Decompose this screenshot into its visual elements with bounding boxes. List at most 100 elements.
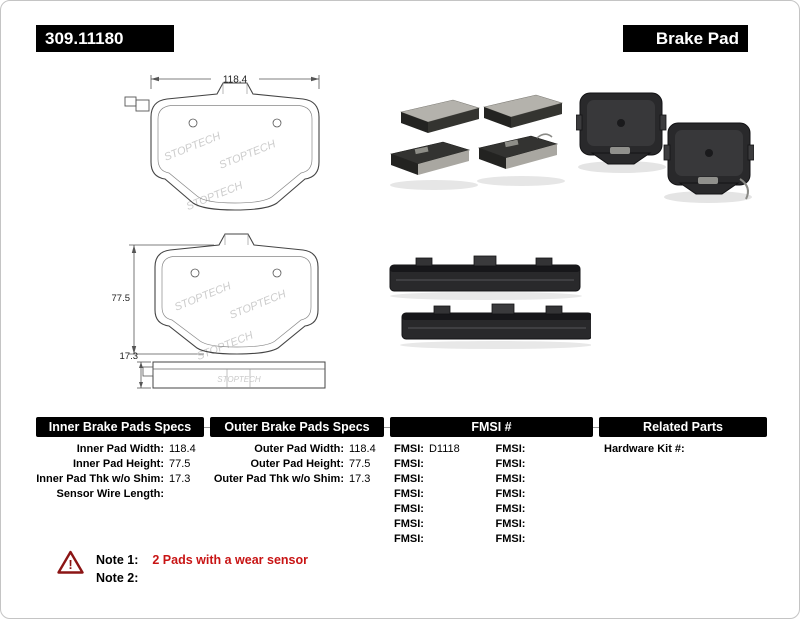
spec-label: FMSI: xyxy=(394,518,424,530)
svg-text:STOPTECH: STOPTECH xyxy=(217,375,261,384)
thickness-dim-label: 17.3 xyxy=(120,351,139,362)
height-dim-label: 77.5 xyxy=(112,293,131,304)
photo-pad-set-iso xyxy=(389,94,565,190)
spec-row: FMSI: D1118 xyxy=(390,442,492,457)
shadow xyxy=(578,161,666,173)
spec-value: 17.3 xyxy=(169,473,191,485)
thickness-dimension-lines xyxy=(137,361,151,389)
hole-left xyxy=(188,118,198,128)
spec-row: FMSI: xyxy=(390,457,492,472)
spec-value: 118.4 xyxy=(349,443,376,455)
spec-label: FMSI: xyxy=(495,473,526,485)
photo-pad-edge-views xyxy=(389,255,591,349)
spec-label: FMSI: xyxy=(495,458,526,470)
watermark: STOPTECH STOPTECH STOPTECH xyxy=(173,280,288,363)
related-parts-header: Related Parts xyxy=(599,417,767,437)
pad-photo-back-right xyxy=(663,122,754,200)
svg-text:STOPTECH: STOPTECH xyxy=(163,130,223,164)
pad-photo-plate-up xyxy=(389,141,471,175)
hole-right xyxy=(272,268,282,278)
pad-photo-back-left xyxy=(576,92,667,165)
spec-label: FMSI: xyxy=(394,473,424,485)
note-1-text: 2 Pads with a wear sensor xyxy=(152,553,308,567)
spec-row: FMSI: xyxy=(492,457,594,472)
spec-label: Outer Pad Height: xyxy=(250,458,344,470)
spec-row: Inner Pad Thk w/o Shim: 17.3 xyxy=(36,472,204,487)
spec-label: FMSI: xyxy=(495,503,526,515)
spec-row: Outer Pad Height:77.5 xyxy=(210,457,384,472)
shadow xyxy=(390,292,582,300)
fmsi-subcolumn-1: FMSI: D1118 FMSI: FMSI: FMSI: FMSI: FMSI:… xyxy=(390,442,492,547)
shadow xyxy=(400,341,591,349)
spec-row: FMSI: xyxy=(492,517,594,532)
friction-outline xyxy=(157,105,313,204)
product-type-banner: Brake Pad xyxy=(623,25,748,52)
spec-label: FMSI: xyxy=(495,443,526,455)
friction-outline xyxy=(161,256,312,348)
technical-drawing-front: 118.4 STOPTECH STOPTECH STOPTECH xyxy=(124,75,320,214)
fmsi-column: FMSI # FMSI:D1118 FMSI: FMSI: FMSI: FMSI… xyxy=(390,417,593,547)
hole-left xyxy=(190,268,200,278)
shadow xyxy=(390,180,478,190)
inner-specs-column: Inner Brake Pads Specs Inner Pad Width:1… xyxy=(36,417,204,502)
wear-sensor-clip xyxy=(124,96,150,112)
inner-specs-header: Inner Brake Pads Specs xyxy=(36,417,204,437)
related-parts-column: Related Parts Hardware Kit #: xyxy=(599,417,767,457)
product-type: Brake Pad xyxy=(655,28,739,48)
spec-label: Outer Pad Thk w/o Shim: xyxy=(213,473,344,485)
spec-label: FMSI: xyxy=(394,488,424,500)
header-spacer xyxy=(174,25,623,52)
dim-arrow-top xyxy=(131,245,137,253)
hole-right xyxy=(272,118,282,128)
spec-value: 77.5 xyxy=(169,458,191,470)
svg-text:STOPTECH: STOPTECH xyxy=(173,280,233,314)
spec-row: Outer Pad Width: 118.4 xyxy=(210,442,384,457)
sensor-wire xyxy=(739,178,749,200)
spec-row: FMSI: xyxy=(492,502,594,517)
dim-arrow-bottom xyxy=(131,346,137,354)
pad-outline xyxy=(154,233,319,355)
spec-label: FMSI: xyxy=(495,518,526,530)
spec-label: FMSI: xyxy=(495,533,526,545)
pad-outline xyxy=(150,82,320,211)
spec-row: FMSI: xyxy=(492,487,594,502)
edge-view-strip: STOPTECH xyxy=(142,361,326,389)
spec-label: FMSI: xyxy=(495,488,526,500)
spec-value: D1118 xyxy=(428,443,460,455)
pad-photo-plate-up xyxy=(477,133,559,169)
pad-photo-friction-up xyxy=(399,99,481,133)
photo-pads-back-view xyxy=(576,92,754,203)
warning-exclamation: ! xyxy=(68,557,72,572)
spec-label: Outer Pad Width: xyxy=(254,443,344,455)
spec-row: FMSI: xyxy=(390,502,492,517)
sensor-wire xyxy=(536,133,553,139)
svg-text:STOPTECH: STOPTECH xyxy=(228,288,288,322)
spec-row: Inner Pad Height:77.5 xyxy=(36,457,204,472)
note-1-label: Note 1: xyxy=(96,553,139,567)
fmsi-subcolumn-2: FMSI: FMSI: FMSI: FMSI: FMSI: FMSI: FMSI… xyxy=(492,442,594,547)
note-2: Note 2: xyxy=(96,570,152,586)
spec-row: Sensor Wire Length: xyxy=(36,487,204,502)
width-dimension-lines xyxy=(150,75,320,89)
spec-row: Inner Pad Width:118.4 xyxy=(36,442,204,457)
spec-row: FMSI: xyxy=(492,532,594,547)
technical-drawing-side: 77.5 17.3 STOPTECH STOPTECH STOPTECH xyxy=(112,233,326,389)
spec-label: FMSI: xyxy=(394,443,424,455)
spec-label: Inner Pad Thk w/o Shim: xyxy=(36,473,164,485)
pad-edge-photo-bottom xyxy=(401,303,591,340)
spec-label: Inner Pad Width: xyxy=(76,443,164,455)
dim-arrow-left xyxy=(151,76,159,82)
spec-label: Hardware Kit #: xyxy=(604,443,685,455)
spec-label: FMSI: xyxy=(394,503,424,515)
note-1: Note 1: 2 Pads with a wear sensor xyxy=(96,552,308,568)
svg-text:STOPTECH: STOPTECH xyxy=(185,180,245,214)
page-header: 309.11180 Brake Pad xyxy=(36,25,748,52)
warning-icon: ! xyxy=(57,550,84,580)
shadow xyxy=(664,191,752,203)
dim-arrow-thk-top xyxy=(139,362,143,368)
spec-row: Outer Pad Thk w/o Shim:17.3 xyxy=(210,472,384,487)
dim-arrow-thk-bottom xyxy=(139,382,143,388)
outer-specs-column: Outer Brake Pads Specs Outer Pad Width:1… xyxy=(210,417,384,487)
spec-row: FMSI: xyxy=(390,532,492,547)
part-number: 309.11180 xyxy=(45,28,124,48)
